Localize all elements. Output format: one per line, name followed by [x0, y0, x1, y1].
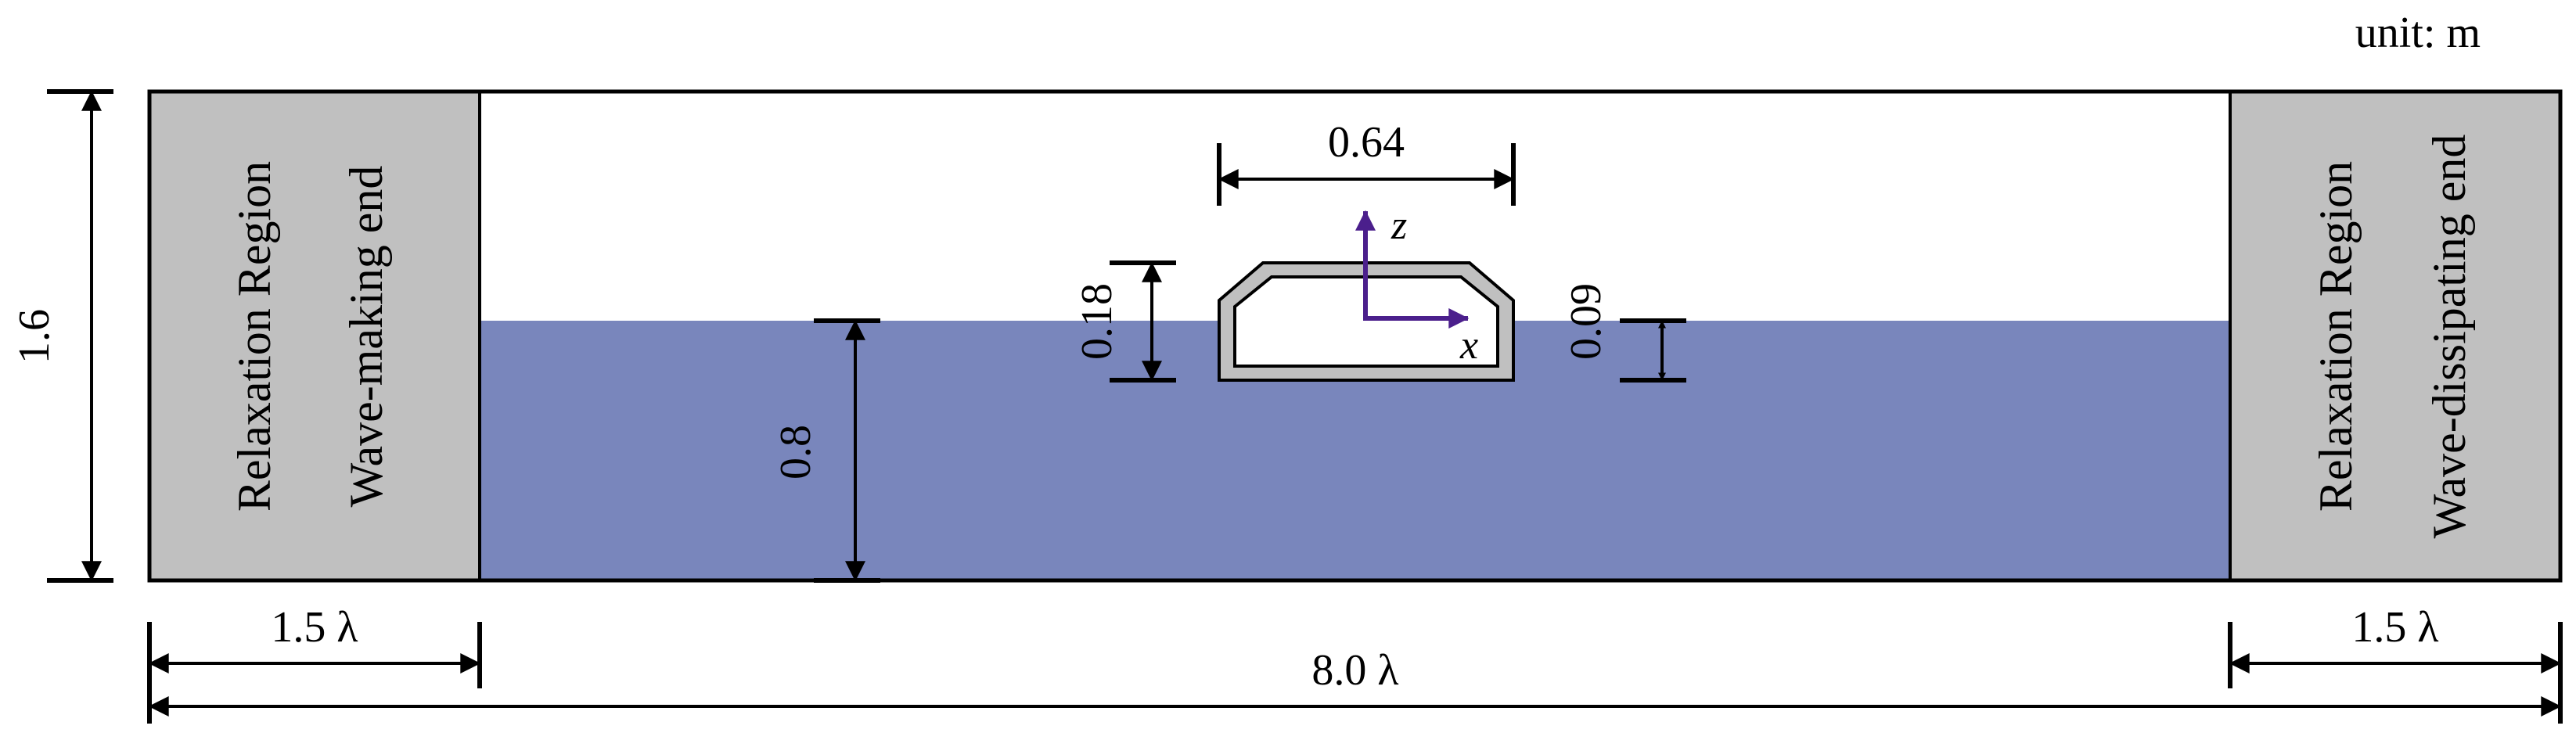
- floating-body-interior: [1233, 275, 1499, 368]
- right-region-subtitle: Wave-dissipating end: [2423, 135, 2475, 539]
- tank-height-dimension: 1.6: [10, 89, 113, 583]
- draft-dimension: 0.09: [1562, 283, 1686, 383]
- bottom-dimensions: 1.5 λ 1.5 λ 8.0 λ: [147, 603, 2563, 724]
- water-depth-label: 0.8: [772, 425, 820, 480]
- water-depth-dimension: 0.8: [772, 318, 880, 583]
- right-relaxation-region: [2229, 90, 2562, 582]
- left-region-width-label: 1.5 λ: [271, 603, 358, 652]
- draft-label: 0.09: [1562, 283, 1610, 360]
- body-width-label: 0.64: [1328, 118, 1405, 167]
- tank-height-label: 1.6: [10, 309, 59, 364]
- unit-label: unit: m: [2355, 9, 2481, 57]
- total-length-label: 8.0 λ: [1311, 646, 1398, 695]
- left-region-subtitle: Wave-making end: [340, 166, 392, 508]
- floating-body: [1218, 261, 1515, 382]
- z-axis-label: z: [1391, 203, 1407, 248]
- x-axis-label: x: [1459, 323, 1478, 368]
- left-region-title: Relaxation Region: [228, 161, 280, 512]
- body-width-dimension: 0.64: [1217, 118, 1516, 206]
- body-height-label: 0.18: [1073, 283, 1121, 360]
- tank-outline: [147, 89, 2563, 583]
- body-height-dimension: 0.18: [1073, 260, 1176, 383]
- right-region-labels: Relaxation Region Wave-dissipating end: [2310, 135, 2475, 539]
- right-region-width-label: 1.5 λ: [2351, 603, 2438, 652]
- coordinate-axes: z x: [1355, 203, 1478, 368]
- left-relaxation-region: [148, 90, 481, 582]
- right-region-title: Relaxation Region: [2310, 161, 2362, 512]
- left-region-labels: Relaxation Region Wave-making end: [228, 161, 392, 512]
